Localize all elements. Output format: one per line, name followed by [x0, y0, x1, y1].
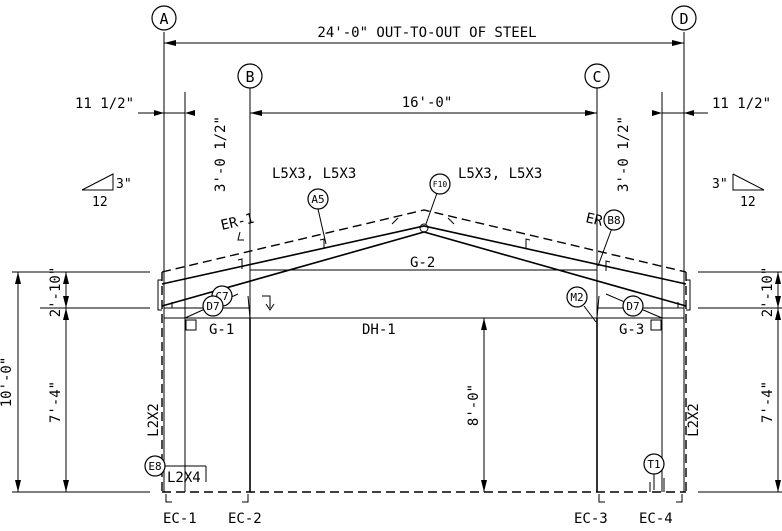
slope-rise-left: 3" — [116, 177, 132, 192]
bubble-d7-right-text: D7 — [626, 300, 639, 313]
er1-marker — [237, 231, 244, 241]
bc-dimension: 16'-0" 11 1/2" 11 1/2" — [75, 95, 771, 116]
grid-lines — [163, 32, 685, 492]
er1-label: ER-1 — [219, 211, 255, 234]
bubble-b8-text: B8 — [607, 214, 620, 227]
slope-rise-right: 3" — [712, 177, 728, 192]
left-lower-text: 7'-4" — [48, 381, 64, 423]
grid-label-c: C — [592, 68, 601, 86]
l2x2-right-label: L2X2 — [686, 403, 702, 437]
grid-label-a: A — [159, 10, 168, 28]
ec1-label: EC-1 — [163, 511, 197, 527]
bubble-b8: B8 — [597, 209, 625, 267]
bubble-f10-text: F10 — [433, 180, 448, 189]
bubble-e8: E8 — [144, 455, 207, 482]
ec4-label: EC-4 — [639, 511, 673, 527]
grid-bubble-c: C — [584, 63, 610, 89]
slope-indicator-left: 3" 12 — [81, 173, 132, 210]
l2x2-left-label: L2X2 — [146, 403, 162, 437]
l2x4-label: L2X4 — [167, 470, 201, 486]
overall-dim-text: 24'-0" OUT-TO-OUT OF STEEL — [317, 25, 536, 41]
bubble-f10: F10 — [425, 173, 451, 225]
grid-bubble-a: A — [151, 5, 177, 31]
right-offset-text: 11 1/2" — [712, 96, 771, 112]
grid-label-d: D — [679, 10, 688, 28]
bc-dim-text: 16'-0" — [402, 95, 453, 111]
right-upper-text: 2'-10" — [760, 267, 776, 318]
left-ab-dim-text: 3'-0 1/2" — [213, 116, 229, 192]
bubble-d7-right: D7 — [622, 295, 644, 317]
angles-left-label: L5X3, L5X3 — [272, 166, 356, 182]
bubble-a5-text: A5 — [311, 193, 324, 206]
left-upper-text: 2'-10" — [48, 267, 64, 318]
right-height-dims: 2'-10" 7'-4" — [698, 267, 782, 493]
g3-label: G-3 — [619, 322, 644, 338]
bubble-e8-text: E8 — [148, 460, 161, 473]
total-height-text: 10'-0" — [0, 357, 15, 408]
bubble-d7-left: D7 — [202, 295, 224, 317]
bubble-m2: M2 — [566, 286, 597, 323]
slope-run-left: 12 — [92, 195, 108, 210]
door-height-dim: 8'-0" — [466, 318, 487, 492]
overall-dimension: 24'-0" OUT-TO-OUT OF STEEL — [164, 25, 684, 46]
bubble-t1: T1 — [643, 453, 665, 490]
angles-right-label: L5X3, L5X3 — [458, 166, 542, 182]
g1-label: G-1 — [209, 322, 234, 338]
left-offset-text: 11 1/2" — [75, 96, 134, 112]
right-lower-text: 7'-4" — [760, 381, 776, 423]
right-cd-dim-text: 3'-0 1/2" — [616, 116, 632, 192]
g2-label: G-2 — [410, 255, 435, 271]
left-height-dims: 10'-0" 2'-10" 7'-4" — [0, 267, 150, 493]
bubble-a5: A5 — [307, 188, 329, 245]
grid-bubble-b: B — [237, 63, 263, 89]
ec2-label: EC-2 — [228, 511, 262, 527]
bubble-d7-left-text: D7 — [206, 300, 219, 313]
grid-label-b: B — [245, 68, 254, 86]
bubble-m2-text: M2 — [570, 291, 583, 304]
dh1-label: DH-1 — [362, 322, 396, 338]
bubble-t1-text: T1 — [647, 458, 660, 471]
slope-run-right: 12 — [740, 195, 756, 210]
slope-indicator-right: 3" 12 — [712, 173, 765, 210]
door-height-text: 8'-0" — [466, 384, 482, 426]
wall-frame — [157, 269, 691, 503]
ec3-label: EC-3 — [574, 511, 608, 527]
grid-bubble-d: D — [671, 5, 697, 31]
